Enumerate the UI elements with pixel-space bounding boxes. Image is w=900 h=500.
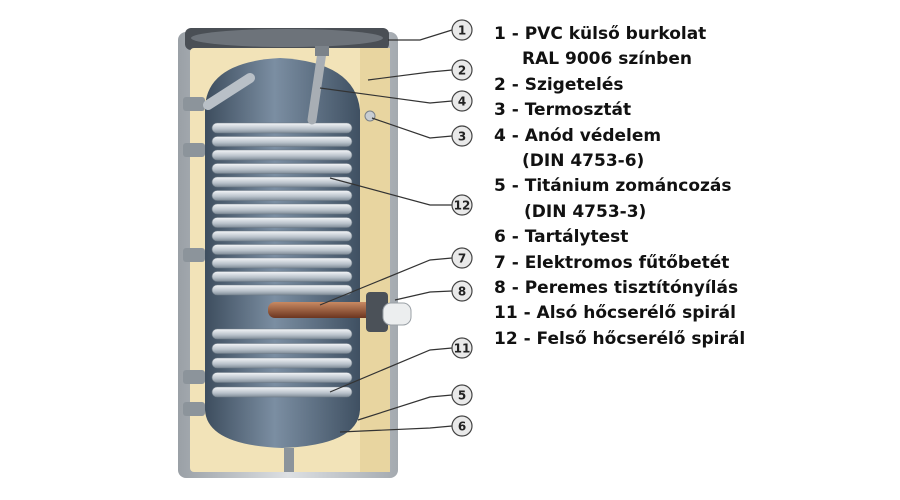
leader-line <box>339 425 453 433</box>
legend-item-8: 8 - Peremes tisztítónyílás <box>494 278 739 299</box>
lower-heat-exchanger-coil <box>211 328 353 398</box>
leader-line <box>329 347 453 393</box>
callout-number: 5 <box>458 389 466 403</box>
coil-turn <box>211 372 353 383</box>
coil-turn <box>211 357 353 369</box>
callout-number: 4 <box>458 95 466 109</box>
heater-cover <box>382 302 412 326</box>
callout-number: 8 <box>458 285 466 299</box>
leader-line <box>388 29 453 41</box>
leader-line <box>394 290 453 301</box>
coil-turn <box>211 257 353 269</box>
coil-turn <box>211 230 353 242</box>
coil-turn <box>211 217 353 228</box>
legend-item-11: 11 - Alsó hőcserélő spirál <box>494 303 736 324</box>
callout-number: 6 <box>458 420 466 434</box>
legend-item-7: 7 - Elektromos fűtőbetét <box>494 252 730 273</box>
coil-turn <box>211 284 353 296</box>
callout-number: 2 <box>458 64 466 78</box>
top-cap-face <box>191 29 383 47</box>
legend-item-12: 12 - Felső hőcserélő spirál <box>494 328 746 349</box>
callout-circle <box>451 90 473 112</box>
upper-heat-exchanger-coil <box>211 122 353 296</box>
callout-number: 12 <box>454 199 471 213</box>
callout-number: 3 <box>458 130 466 144</box>
legend-item-6: 6 - Tartálytest <box>494 227 629 248</box>
legend-item-3: 3 - Termosztát <box>494 100 632 121</box>
coil-turn <box>211 203 353 215</box>
callout-circle <box>451 280 473 302</box>
callout-circle <box>451 59 473 81</box>
legend-item-4-cont: (DIN 4753-6) <box>522 151 645 172</box>
coil-turn <box>211 163 353 174</box>
side-pipes <box>183 97 205 416</box>
legend-item-1-cont: RAL 9006 színben <box>522 49 692 70</box>
leader-lines <box>319 29 453 433</box>
legend-item-5: 5 - Titánium zománcozás <box>494 176 732 197</box>
coil-turn <box>211 149 353 161</box>
leader-line <box>319 87 453 104</box>
callout-circle <box>451 415 473 437</box>
anode-cap <box>315 46 329 56</box>
leader-line <box>357 394 453 421</box>
legend-item-2: 2 - Szigetelés <box>494 74 624 95</box>
coil-turn <box>211 328 353 340</box>
leader-line <box>329 177 452 206</box>
coil-turn <box>211 386 353 398</box>
coil-turn <box>211 343 353 354</box>
leader-line <box>319 257 453 306</box>
thermostat <box>364 110 376 122</box>
callout-number: 11 <box>454 342 471 356</box>
callout-number: 1 <box>458 24 466 38</box>
callout-circle <box>451 384 473 406</box>
insulation-right <box>360 48 390 472</box>
inlet-pipe <box>203 73 255 110</box>
coil-turn <box>211 190 353 201</box>
callout-circle <box>451 19 473 41</box>
callout-circle <box>451 247 473 269</box>
legend-item-1: 1 - PVC külső burkolat <box>494 24 707 44</box>
legend-item-4: 4 - Anód védelem <box>494 125 662 146</box>
legend: 1 - PVC külső burkolat RAL 9006 színben … <box>494 22 745 352</box>
coil-turn <box>211 122 353 134</box>
heater-flange <box>366 292 388 332</box>
coil-turn <box>211 271 353 282</box>
callout-circle <box>451 337 473 359</box>
callout-circle <box>451 194 473 216</box>
leader-line <box>367 69 453 81</box>
leader-line <box>371 117 453 139</box>
coil-turn <box>211 136 353 147</box>
callout-number: 7 <box>458 252 466 266</box>
bottom-drain <box>284 448 294 472</box>
anode-rod <box>307 47 327 125</box>
coil-turn <box>211 244 353 255</box>
electric-heater-element <box>268 302 380 318</box>
legend-item-5-cont: (DIN 4753-3) <box>524 201 647 222</box>
callout-circle <box>451 125 473 147</box>
coil-turn <box>211 176 353 188</box>
